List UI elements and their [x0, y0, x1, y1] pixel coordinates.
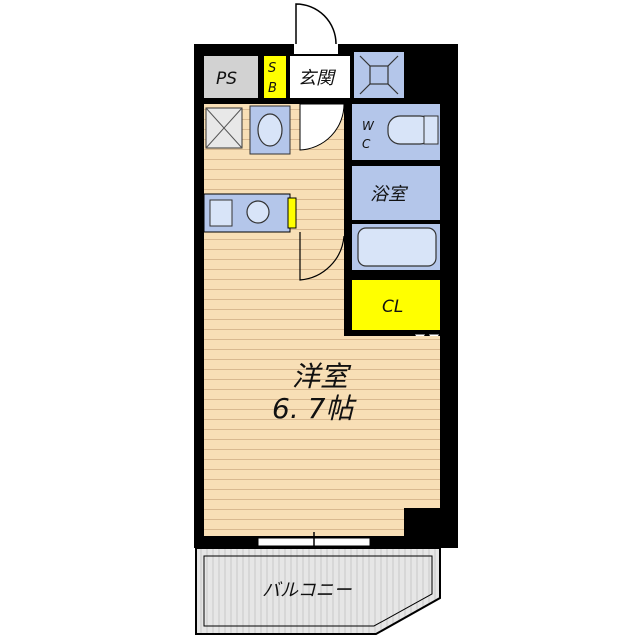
- balcony: バルコニー: [195, 547, 441, 635]
- wc-room: W C: [352, 104, 440, 160]
- sb-box: [264, 56, 286, 98]
- storage-x-icon: [359, 55, 399, 95]
- wc-label: W: [362, 119, 375, 133]
- bath-label: 浴室: [370, 184, 409, 205]
- entrance-label: 玄関: [298, 68, 337, 89]
- bath-room: 浴室: [352, 166, 440, 270]
- closet-label: CL: [382, 297, 403, 317]
- ps-label: PS: [216, 69, 237, 89]
- service-strip: PS S B 玄関: [204, 52, 404, 98]
- ps-area: [204, 56, 258, 98]
- entrance-area: [290, 56, 350, 98]
- basin-icon: [249, 105, 291, 155]
- stove-icon: [246, 200, 270, 224]
- sb-label-s: S: [268, 61, 276, 76]
- western-room: 洋室 6. 7帖: [204, 232, 440, 538]
- western-room-label: 洋室: [292, 360, 352, 393]
- wc-label-c: C: [362, 137, 371, 151]
- balcony-label: バルコニー: [262, 580, 353, 601]
- washer-icon: [205, 107, 243, 149]
- closet: CL: [352, 280, 441, 343]
- sb-label-b: B: [268, 81, 277, 96]
- room-door-icon: [299, 232, 345, 281]
- bathtub-icon: [357, 227, 437, 267]
- western-room-size: 6. 7帖: [272, 392, 357, 425]
- entrance-door-icon: [294, 3, 338, 54]
- hall-door-icon: [299, 103, 345, 151]
- kitchen-counter: [203, 193, 297, 233]
